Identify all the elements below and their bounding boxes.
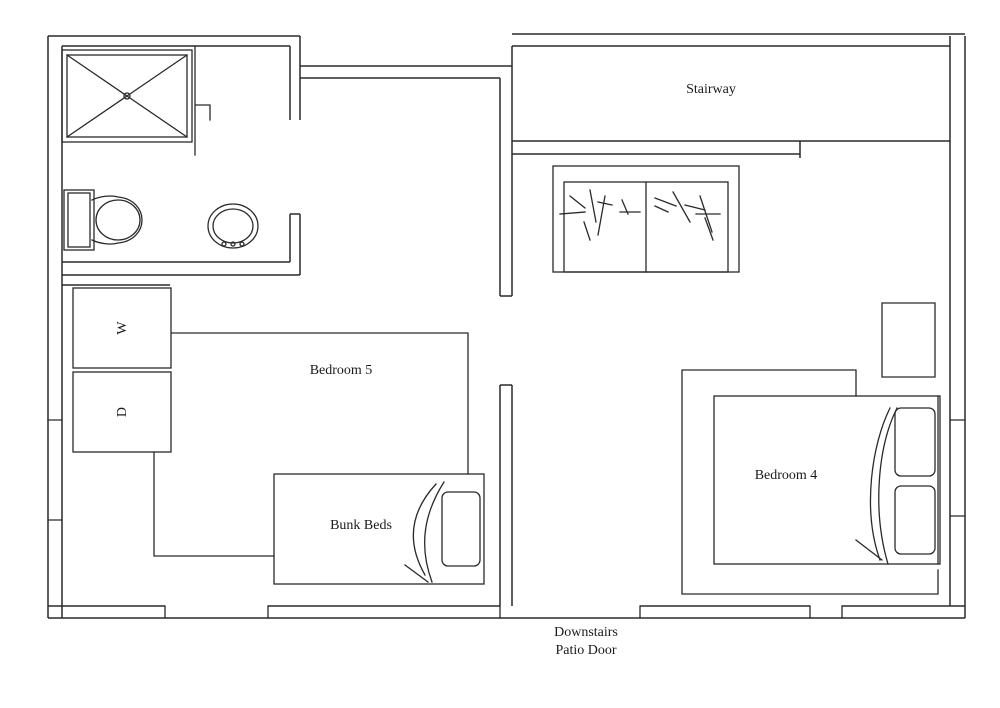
bedroom4-bed [681, 369, 941, 595]
bunk-beds [273, 473, 485, 585]
washer: W [72, 287, 172, 369]
bedroom4-label: Bedroom 4 [755, 468, 818, 483]
stairway-label: Stairway [686, 82, 736, 97]
bedroom5-label: Bedroom 5 [310, 363, 373, 378]
sofa-icon [552, 165, 740, 273]
dryer: D [72, 371, 172, 453]
bathroom [61, 36, 301, 276]
exterior-walls [47, 33, 966, 619]
washer-label: W [115, 321, 130, 335]
patio-door-label-line1: Downstairs [554, 625, 618, 640]
laundry: W D [62, 284, 172, 453]
dresser [881, 302, 936, 378]
interior-walls [300, 46, 950, 606]
bunk-beds-label: Bunk Beds [330, 518, 392, 533]
toilet-icon [63, 189, 143, 251]
dryer-label: D [115, 407, 130, 417]
shower-icon [61, 49, 193, 143]
bedroom5-closet [153, 332, 469, 557]
sink-icon [207, 203, 259, 249]
patio-door-label-line2: Patio Door [555, 643, 616, 658]
